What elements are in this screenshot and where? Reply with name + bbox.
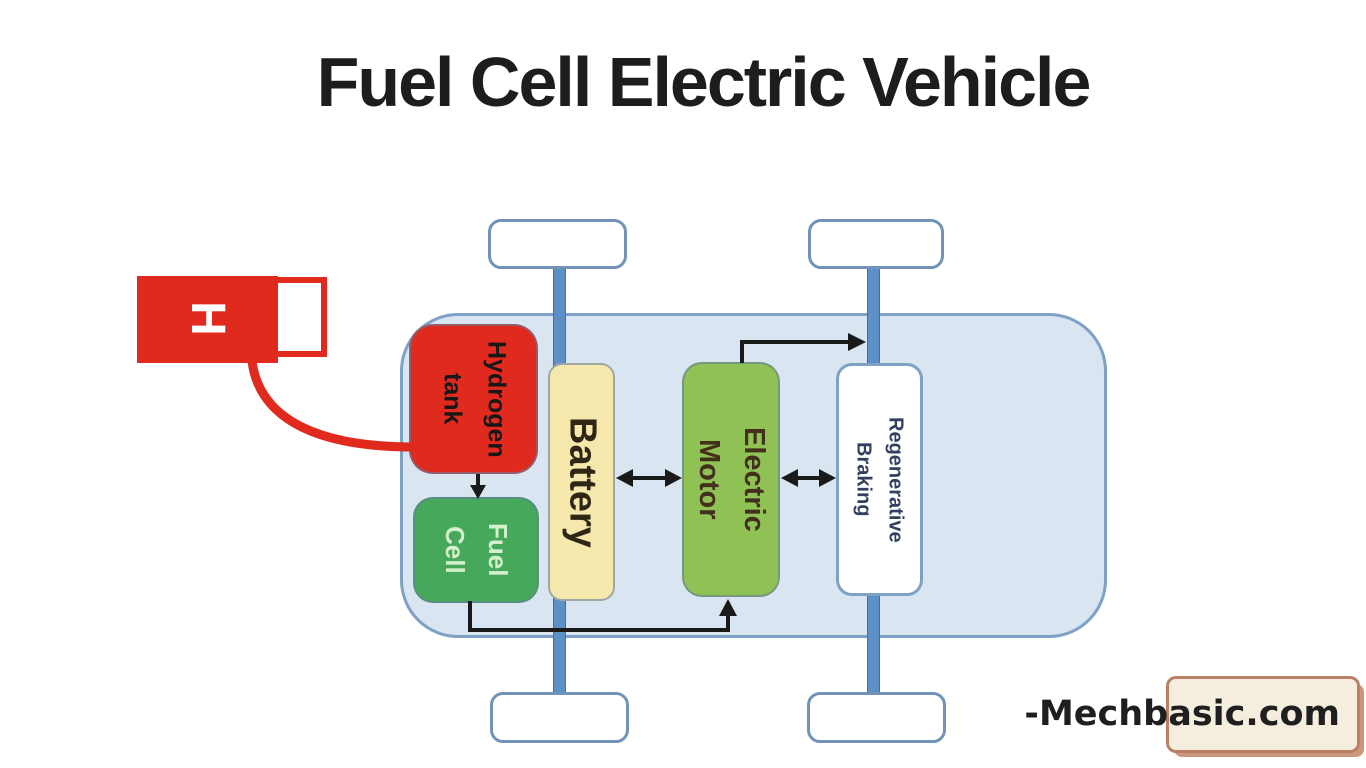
wheel-bottom-left (490, 692, 629, 743)
page-title: Fuel Cell Electric Vehicle (316, 43, 1092, 121)
hydrogen-station-icon (137, 276, 278, 363)
hydrogen-tank-label: Hydrogen tank (438, 340, 511, 458)
wheel-bottom-right (807, 692, 946, 743)
watermark-text: -Mechbasic.com (1024, 694, 1340, 734)
hydrogen-tank-box: Hydrogen tank (409, 324, 538, 474)
fuel-cell-label: Fuel Cell (440, 523, 513, 577)
wheel-top-left (488, 219, 627, 269)
hydrogen-hose (247, 356, 419, 452)
regenerative-braking-box: Regenerative Braking (836, 363, 923, 596)
battery-box: Battery (548, 363, 615, 601)
electric-motor-label: Electric Motor (693, 427, 770, 532)
wheel-top-right (808, 219, 944, 269)
fuel-cell-box: Fuel Cell (413, 497, 539, 603)
station-nozzle-icon (272, 277, 327, 357)
watermark-box (1166, 676, 1360, 753)
hydrogen-symbol: H (181, 301, 234, 336)
electric-motor-box: Electric Motor (682, 362, 780, 597)
battery-label: Battery (561, 416, 604, 548)
regenerative-braking-label: Regenerative Braking (852, 416, 907, 543)
